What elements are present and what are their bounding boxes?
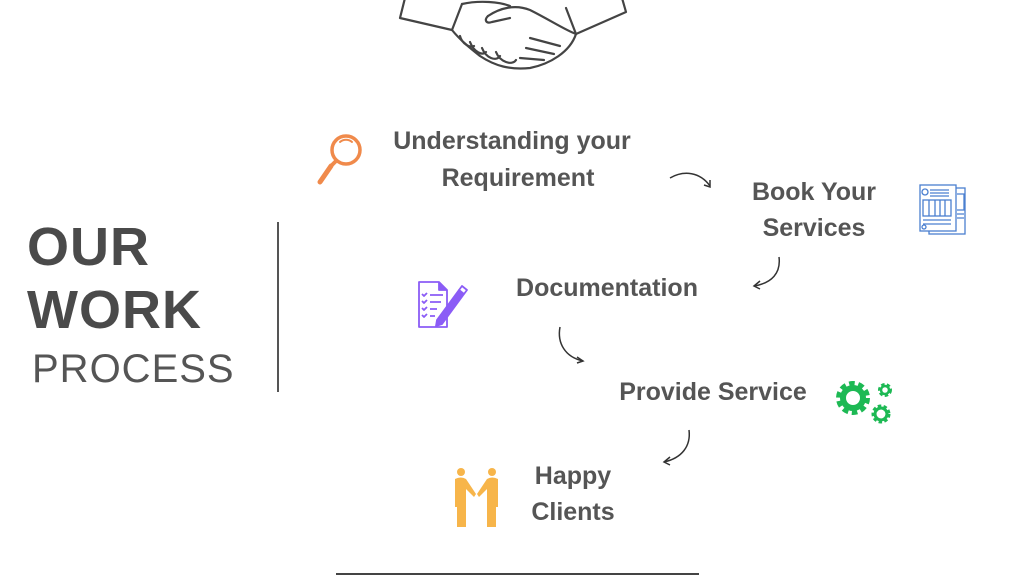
arrow-icon [669, 172, 711, 189]
step-1-line2: Requirement [441, 164, 595, 192]
people-handshake-icon [455, 468, 498, 527]
arrow-icon [558, 326, 585, 364]
checklist-pen-icon [418, 281, 468, 328]
step-4-label: Provide Service [619, 378, 807, 406]
document-form-icon [919, 184, 966, 235]
bottom-divider [336, 573, 699, 575]
step-2-line2: Services [762, 214, 866, 242]
arrow-icon [662, 429, 690, 466]
step-2-line1: Book Your [751, 178, 877, 206]
title-our: OUR [27, 217, 150, 277]
handshake-illustration-icon [398, 0, 628, 70]
gears-icon [836, 381, 892, 424]
step-1-line1: Understanding your [393, 127, 631, 155]
step-3-label: Documentation [516, 274, 698, 302]
step-5-line1: Happy [534, 462, 612, 490]
magnifier-icon [317, 134, 362, 185]
arrow-icon [752, 256, 780, 290]
vertical-divider [277, 222, 279, 392]
step-5-line2: Clients [531, 498, 615, 526]
title-work: WORK [27, 280, 202, 340]
title-process: PROCESS [32, 347, 235, 391]
